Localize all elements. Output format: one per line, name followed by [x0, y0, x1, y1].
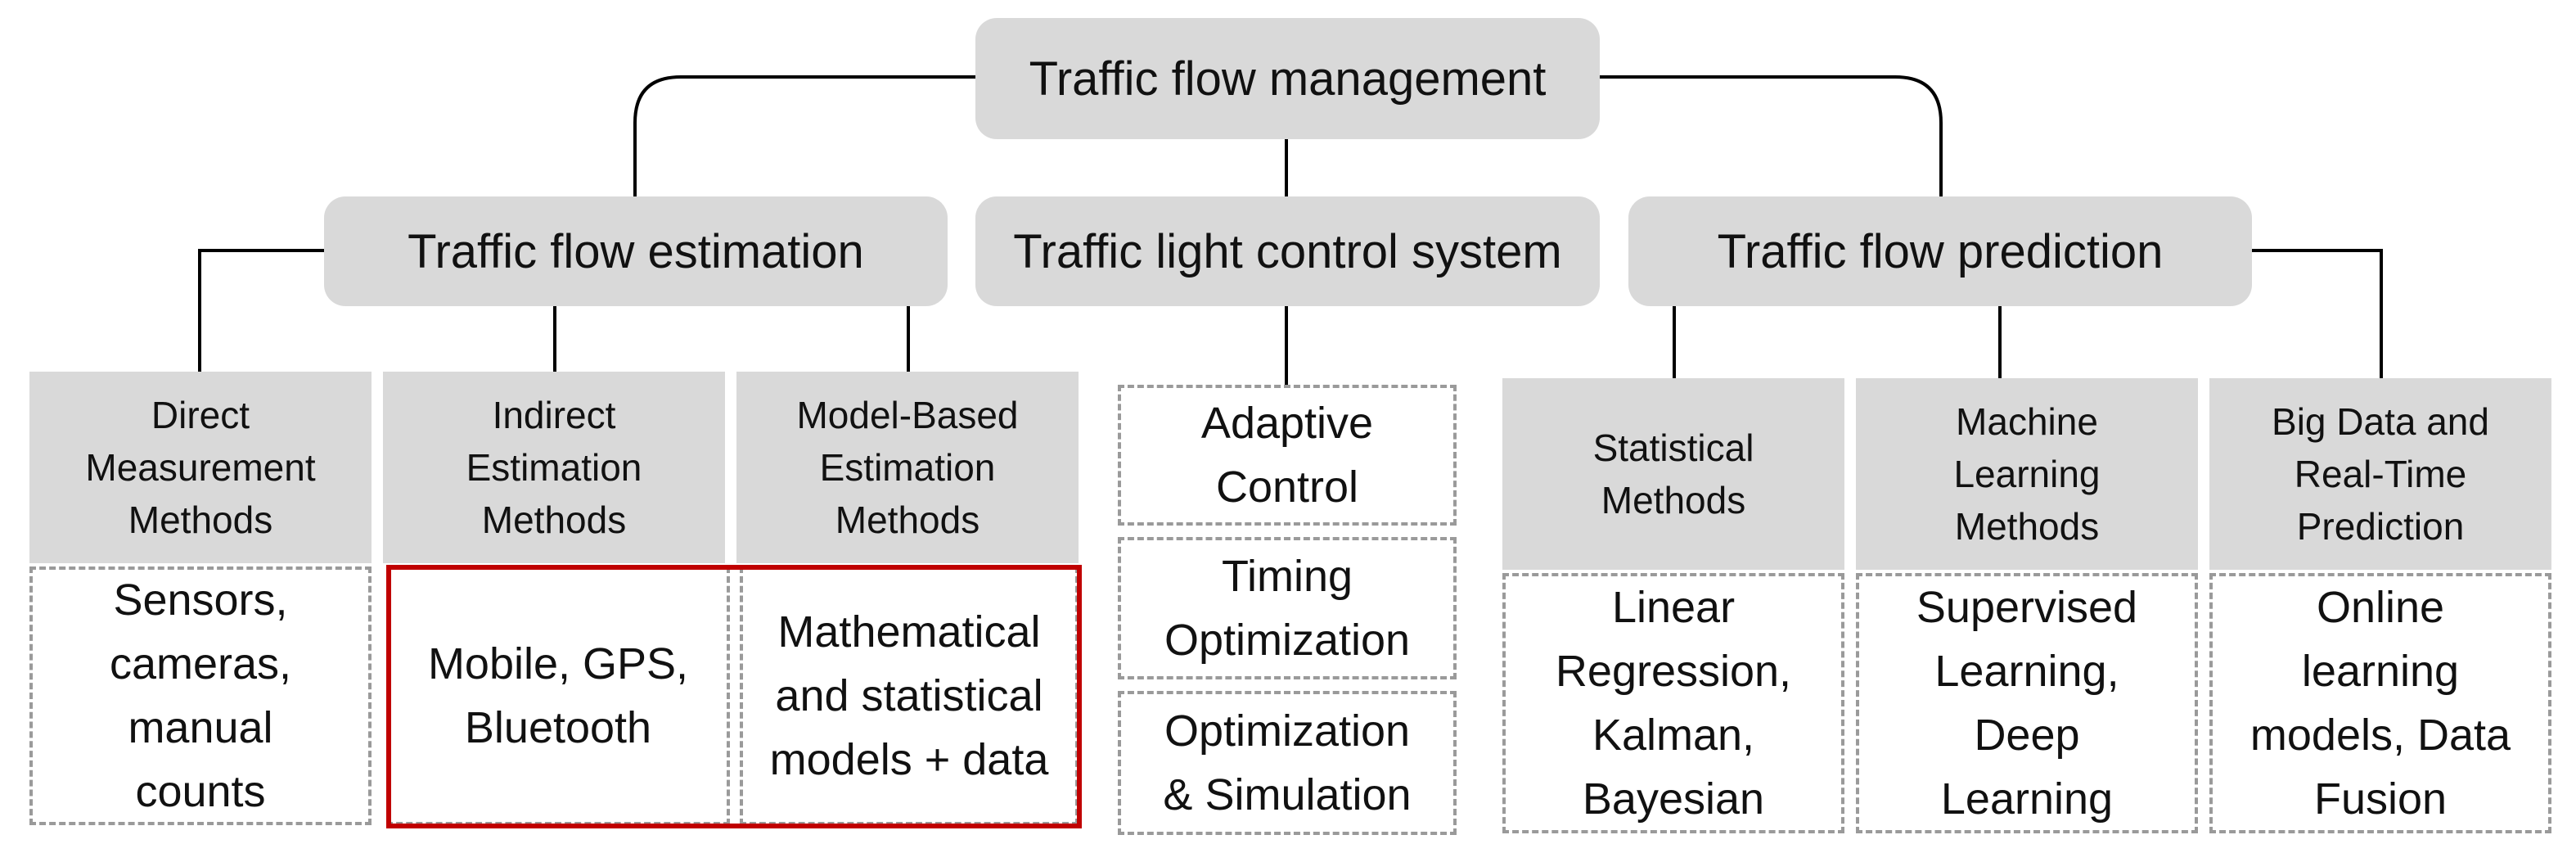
- method-machine-learning: Machine Learning Methods: [1856, 378, 2198, 570]
- connector-root-estimation: [633, 75, 975, 196]
- branch-traffic-flow-prediction: Traffic flow prediction: [1628, 196, 2252, 306]
- method-direct-measurement: Direct Measurement Methods: [29, 372, 372, 563]
- control-timing-optimization: Timing Optimization: [1118, 537, 1457, 679]
- detail-big-data-real-time: Online learning models, Data Fusion: [2209, 573, 2551, 833]
- control-adaptive-control: Adaptive Control: [1118, 385, 1457, 526]
- detail-model-based-estimation: Mathematical and statistical models + da…: [740, 566, 1079, 825]
- connector-root-prediction: [1600, 75, 1943, 196]
- highlight-frame: [386, 565, 1082, 828]
- detail-direct-measurement: Sensors, cameras, manual counts: [29, 566, 372, 825]
- method-indirect-estimation: Indirect Estimation Methods: [383, 372, 725, 563]
- method-statistical: Statistical Methods: [1502, 378, 1844, 570]
- control-optimization-simulation: Optimization & Simulation: [1118, 691, 1457, 835]
- branch-traffic-light-control: Traffic light control system: [975, 196, 1600, 306]
- detail-statistical: Linear Regression, Kalman, Bayesian: [1502, 573, 1844, 833]
- connector-estimation-direct: [198, 249, 326, 372]
- root-node: Traffic flow management: [975, 18, 1600, 139]
- detail-machine-learning: Supervised Learning, Deep Learning: [1856, 573, 2198, 833]
- connector-prediction-bigdata: [2252, 249, 2383, 378]
- method-big-data-real-time: Big Data and Real-Time Prediction: [2209, 378, 2551, 570]
- method-model-based-estimation: Model-Based Estimation Methods: [736, 372, 1079, 563]
- branch-traffic-flow-estimation: Traffic flow estimation: [324, 196, 948, 306]
